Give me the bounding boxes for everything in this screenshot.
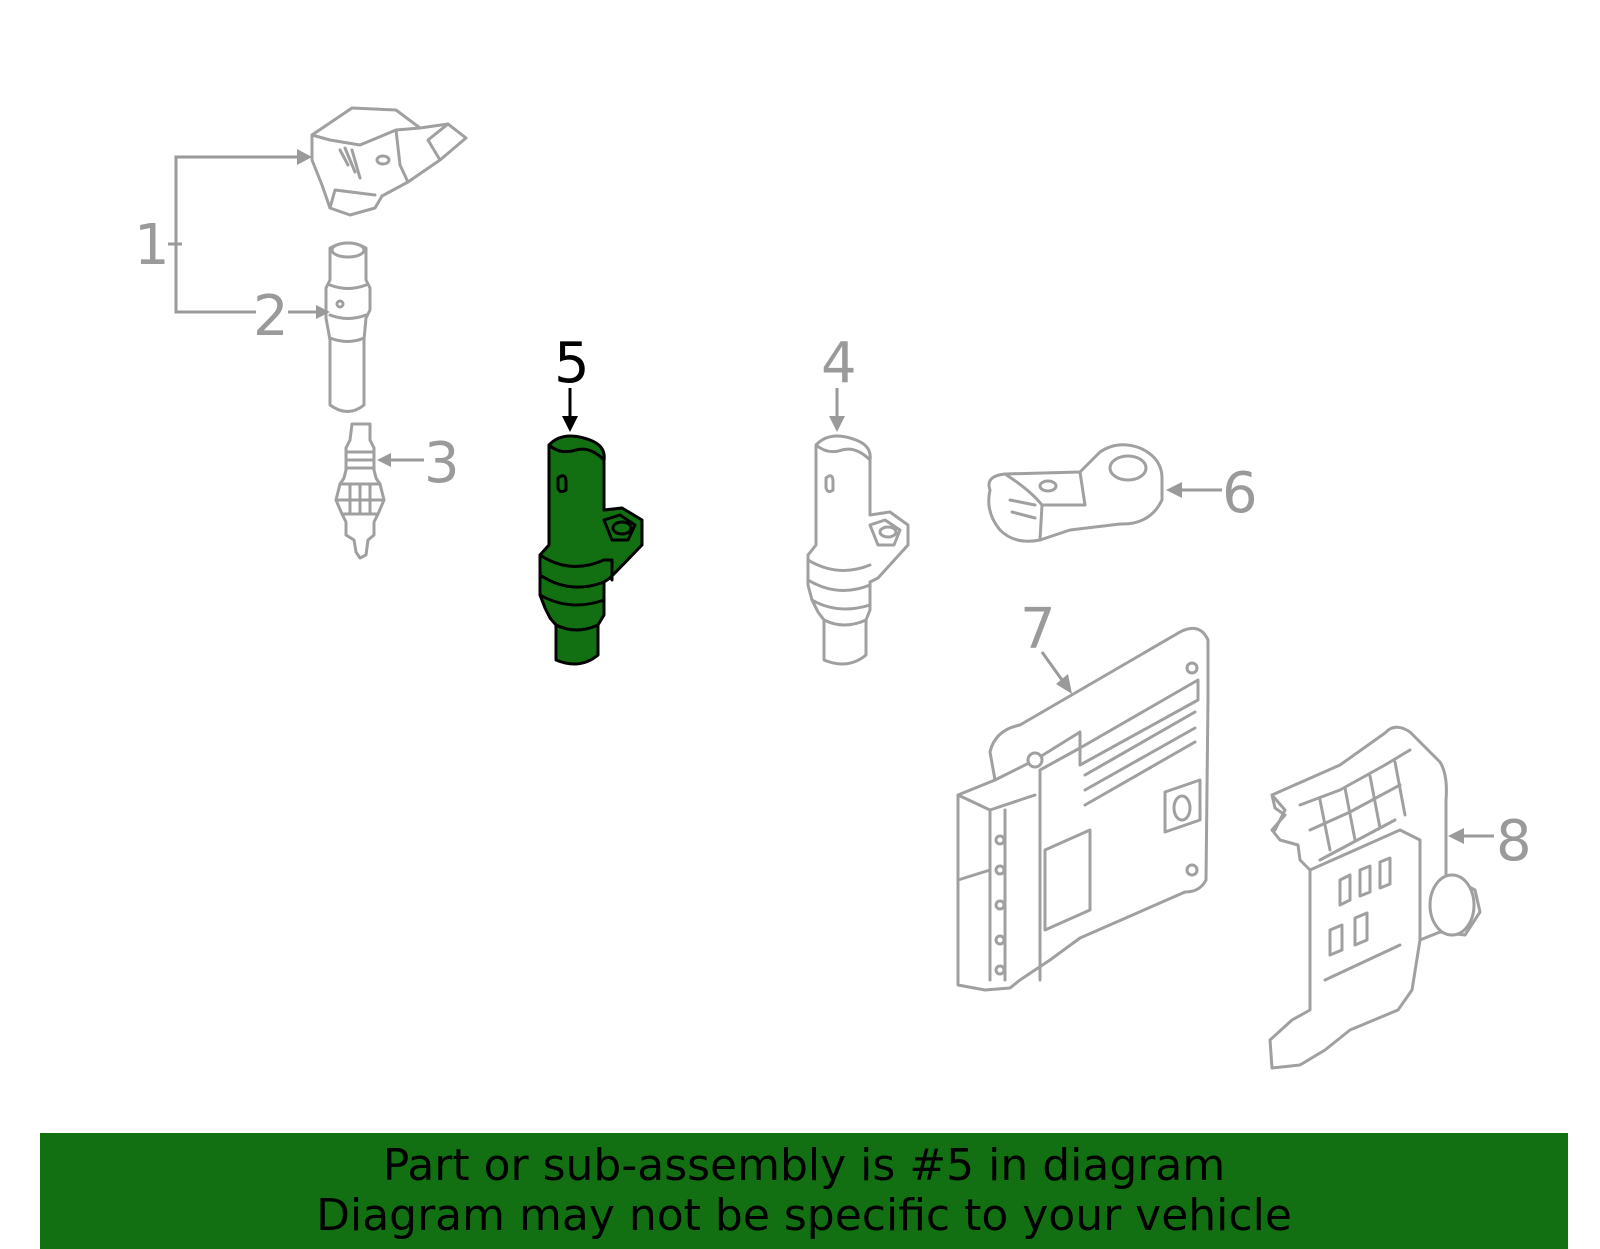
callout-number-3: 3 — [424, 431, 460, 496]
callout-number-6: 6 — [1222, 461, 1258, 526]
part-6-sensor[interactable] — [987, 443, 1164, 543]
callout-8-leader — [1448, 828, 1494, 844]
callout-1-bracket — [168, 149, 312, 314]
callout-number-7: 7 — [1020, 597, 1056, 662]
part-8-bracket[interactable] — [1268, 725, 1482, 1070]
part-7-control-module[interactable] — [956, 626, 1210, 992]
info-banner: Part or sub-assembly is #5 in diagram Di… — [40, 1133, 1568, 1249]
banner-line-part-number: Part or sub-assembly is #5 in diagram — [382, 1140, 1226, 1191]
part-5-sensor-highlighted[interactable] — [538, 434, 644, 666]
part-4-sensor[interactable] — [806, 434, 910, 666]
callout-6-leader — [1166, 482, 1222, 498]
part-1-ignition-coil[interactable] — [310, 106, 468, 217]
callout-number-2: 2 — [253, 284, 289, 349]
callout-7-leader — [1040, 651, 1072, 694]
callout-number-8: 8 — [1496, 809, 1532, 874]
part-2-coil-boot[interactable] — [324, 241, 372, 413]
callout-2-leader — [288, 305, 330, 319]
callout-number-4: 4 — [821, 331, 857, 396]
part-3-spark-plug[interactable] — [334, 422, 386, 560]
callout-5-leader — [562, 388, 578, 432]
callout-number-1: 1 — [134, 213, 170, 278]
parts-diagram: 1 2 3 5 — [134, 106, 1532, 1070]
callout-number-5: 5 — [554, 331, 590, 396]
callout-3-leader — [377, 453, 424, 467]
banner-line-disclaimer: Diagram may not be specific to your vehi… — [316, 1190, 1292, 1241]
callout-4-leader — [829, 388, 845, 432]
